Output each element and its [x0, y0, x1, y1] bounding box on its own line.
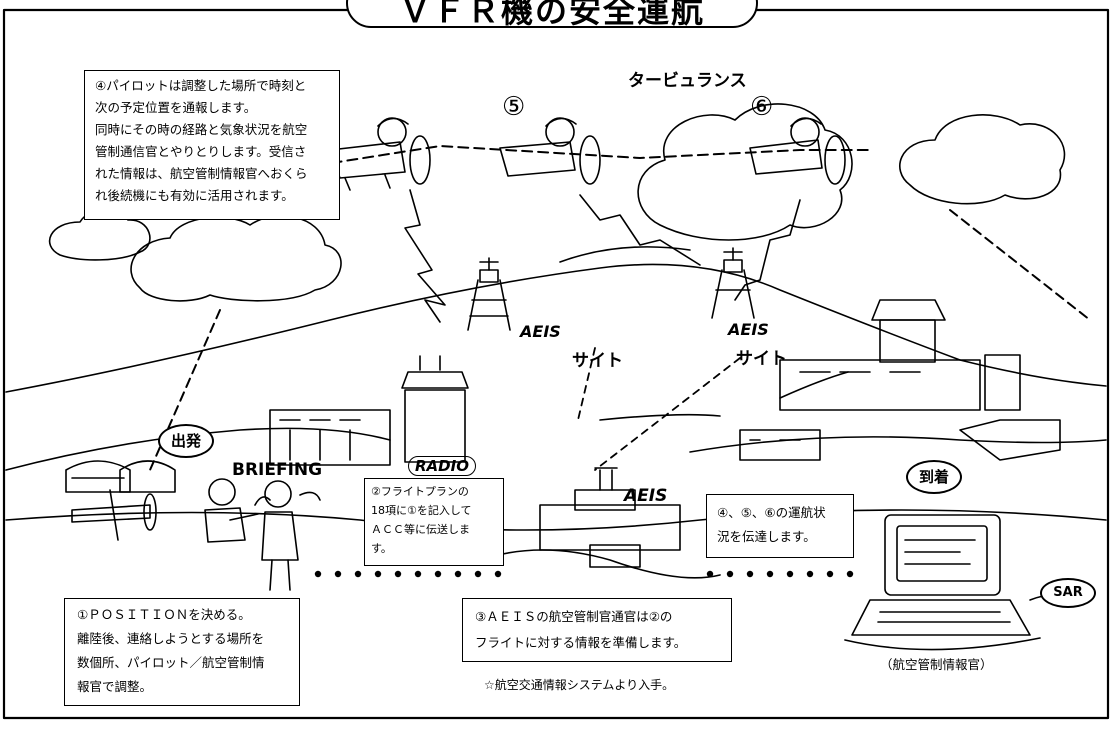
box-position-line: 数個所、パイロット／航空管制情 — [77, 655, 265, 670]
link-center-left — [577, 347, 596, 421]
box-position: ①ＰＯＳＩＴＩＯＮを決める。 離陸後、連絡しようとする場所を 数個所、パイロット… — [64, 598, 300, 706]
workstation-icon — [844, 514, 1076, 651]
flight-path — [299, 145, 871, 169]
box-pilot-report-line: れた情報は、航空管制情報官へおくら — [95, 166, 308, 181]
diagram-title: ＶＦＲ機の安全運航 — [346, 0, 758, 30]
box-flight-plan-line: 18項に①を記入して — [371, 504, 472, 517]
terrain-scribble-1 — [599, 413, 721, 421]
box-position-line: ①ＰＯＳＩＴＩＯＮを決める。 — [77, 607, 251, 622]
box-aeis-prep-line: フライトに対する情報を準備します。 — [475, 635, 687, 650]
aeis-center-logo: AEIS — [624, 486, 668, 506]
radio-link-right — [734, 199, 801, 301]
box-pilot-report-line: 次の予定位置を通報します。 — [95, 100, 257, 115]
aeis-site-right-label: サイト — [736, 349, 787, 369]
box-position-line: 報官で調整。 — [77, 679, 153, 694]
box-pilot-report-line: 管制通信官とやりとりします。受信さ — [95, 144, 307, 159]
briefing-sign: BRIEFING — [232, 460, 323, 480]
box-status-relay: ④、⑤、⑥の運航状 況を伝達します。 — [706, 494, 854, 558]
arrival-badge: 到着 — [906, 460, 962, 494]
terrain-scribble-2 — [779, 371, 849, 399]
box-flight-plan: ②フライトプランの 18項に①を記入して ＡＣＣ等に伝送しま す。 — [364, 478, 504, 566]
box-pilot-report-line: ④パイロットは調整した場所で時刻と — [95, 78, 307, 93]
box-flight-plan-line: す。 — [371, 542, 392, 555]
cloud-right — [899, 114, 1066, 205]
marker-six: ⑥ — [750, 92, 774, 122]
cloud-left-big — [130, 215, 342, 302]
aeis-site-left-label: サイト — [572, 351, 623, 371]
computer-caption: （航空管制情報官） — [880, 657, 993, 672]
turbulence-label: タービュランス — [628, 71, 747, 91]
box-pilot-report-line: れ後続機にも有効に活用されます。 — [95, 188, 294, 203]
box-flight-plan-line: ＡＣＣ等に伝送しま — [371, 523, 470, 536]
airplane-1-icon — [329, 117, 431, 191]
box-position-line: 離陸後、連絡しようとする場所を — [77, 631, 265, 646]
hill-right — [689, 436, 1107, 453]
ground-line — [5, 509, 1107, 531]
aeis-site-right-logo: AEIS — [728, 320, 769, 339]
departure-airport — [65, 355, 469, 493]
aeis-tower-right-icon — [711, 247, 755, 319]
box-pilot-report: ④パイロットは調整した場所で時刻と 次の予定位置を通報します。 同時にその時の経… — [84, 70, 340, 220]
box-flight-plan-line: ②フライトプランの — [371, 485, 469, 498]
box-pilot-report-line: 同時にその時の経路と気象状況を航空 — [95, 122, 308, 137]
airplane-2-icon — [499, 117, 601, 185]
source-note: ☆航空交通情報システムより入手。 — [484, 678, 675, 692]
radio-link-middle — [579, 194, 701, 266]
marker-five: ⑤ — [502, 92, 526, 122]
arrival-airport — [739, 299, 1061, 461]
mountain-peak — [559, 246, 691, 263]
sar-bubble: SAR — [1040, 578, 1096, 608]
box-aeis-prep-line: ③ＡＥＩＳの航空管制官通官は②の — [475, 609, 673, 624]
briefing-people-icon — [204, 478, 321, 591]
aeis-center-building — [479, 467, 721, 579]
dotted-links — [314, 570, 854, 578]
hill-left — [5, 427, 391, 471]
aeis-site-left-logo: AEIS — [520, 322, 561, 341]
aeis-tower-left-icon — [467, 257, 511, 331]
radio-sign: RADIO — [408, 456, 476, 476]
small-airplane-icon — [71, 489, 157, 541]
link-center-right — [594, 357, 741, 471]
link-left — [149, 309, 221, 471]
box-status-relay-line: 況を伝達します。 — [717, 529, 816, 544]
box-aeis-prep: ③ＡＥＩＳの航空管制官通官は②の フライトに対する情報を準備します。 — [462, 598, 732, 662]
radio-link-left — [404, 189, 446, 323]
link-right — [949, 209, 1091, 321]
airplane-3-icon — [749, 117, 846, 185]
departure-badge: 出発 — [158, 424, 214, 458]
box-status-relay-line: ④、⑤、⑥の運航状 — [717, 505, 826, 520]
cloud-turbulence — [637, 103, 853, 241]
